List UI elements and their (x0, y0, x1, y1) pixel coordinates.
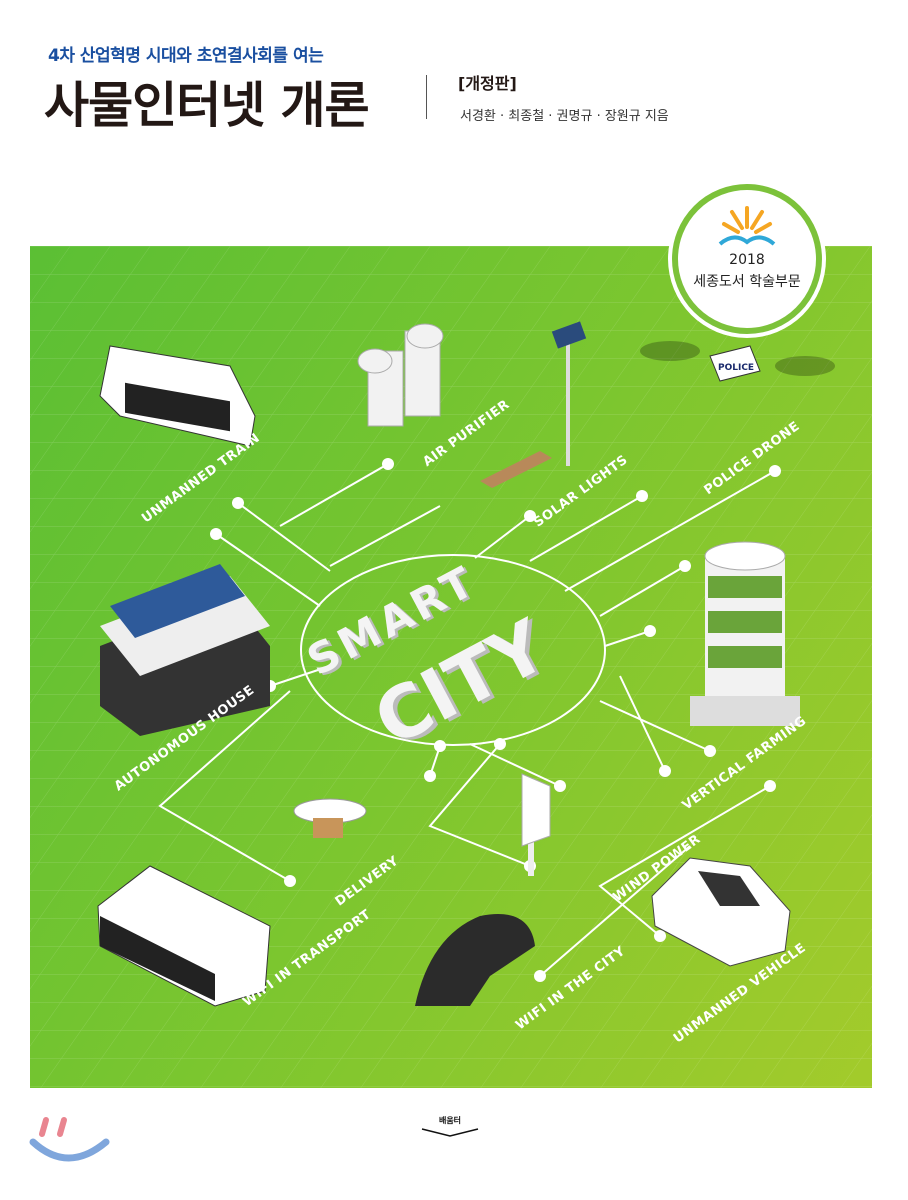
vertical-farming-icon (690, 541, 800, 726)
book-title: 사물인터넷 개론 (44, 77, 370, 134)
publisher-chevron-icon (421, 1128, 479, 1137)
badge-year: 2018 (729, 252, 765, 268)
authors: 서경환 · 최종철 · 권명규 · 장원규 지음 (460, 109, 669, 124)
autonomous-house-icon (100, 564, 270, 736)
edition-label: [개정판] (458, 74, 517, 93)
unmanned-vehicle-icon (651, 857, 791, 967)
drone-police-text: POLICE (718, 363, 754, 373)
police-drone-icon: POLICE (640, 341, 835, 382)
publisher-name: 배움터 (438, 1116, 462, 1125)
smiley-face-icon (29, 1117, 110, 1162)
air-purifier-icon (357, 323, 444, 427)
bus-icon (97, 865, 271, 1007)
unmanned-train-icon (99, 345, 256, 447)
connection-lines (158, 463, 776, 977)
wifi-shelter-icon (415, 914, 535, 1006)
sun-book-logo-icon (718, 206, 776, 246)
smart-city-illustration: POLICE (30, 246, 872, 1088)
publisher-logo: 배움터 (420, 1108, 480, 1137)
wind-turbine-icon (521, 773, 551, 876)
book-subtitle: 4차 산업혁명 시대와 초연결사회를 여는 (48, 46, 324, 66)
title-divider (426, 75, 427, 119)
delivery-drone-icon (293, 798, 367, 838)
city-graphic: POLICE (30, 246, 872, 1088)
badge-name: 세종도서 학술부문 (693, 274, 801, 290)
sejong-book-award-badge: 2018 세종도서 학술부문 (672, 184, 822, 334)
solar-light-icon (480, 321, 587, 488)
